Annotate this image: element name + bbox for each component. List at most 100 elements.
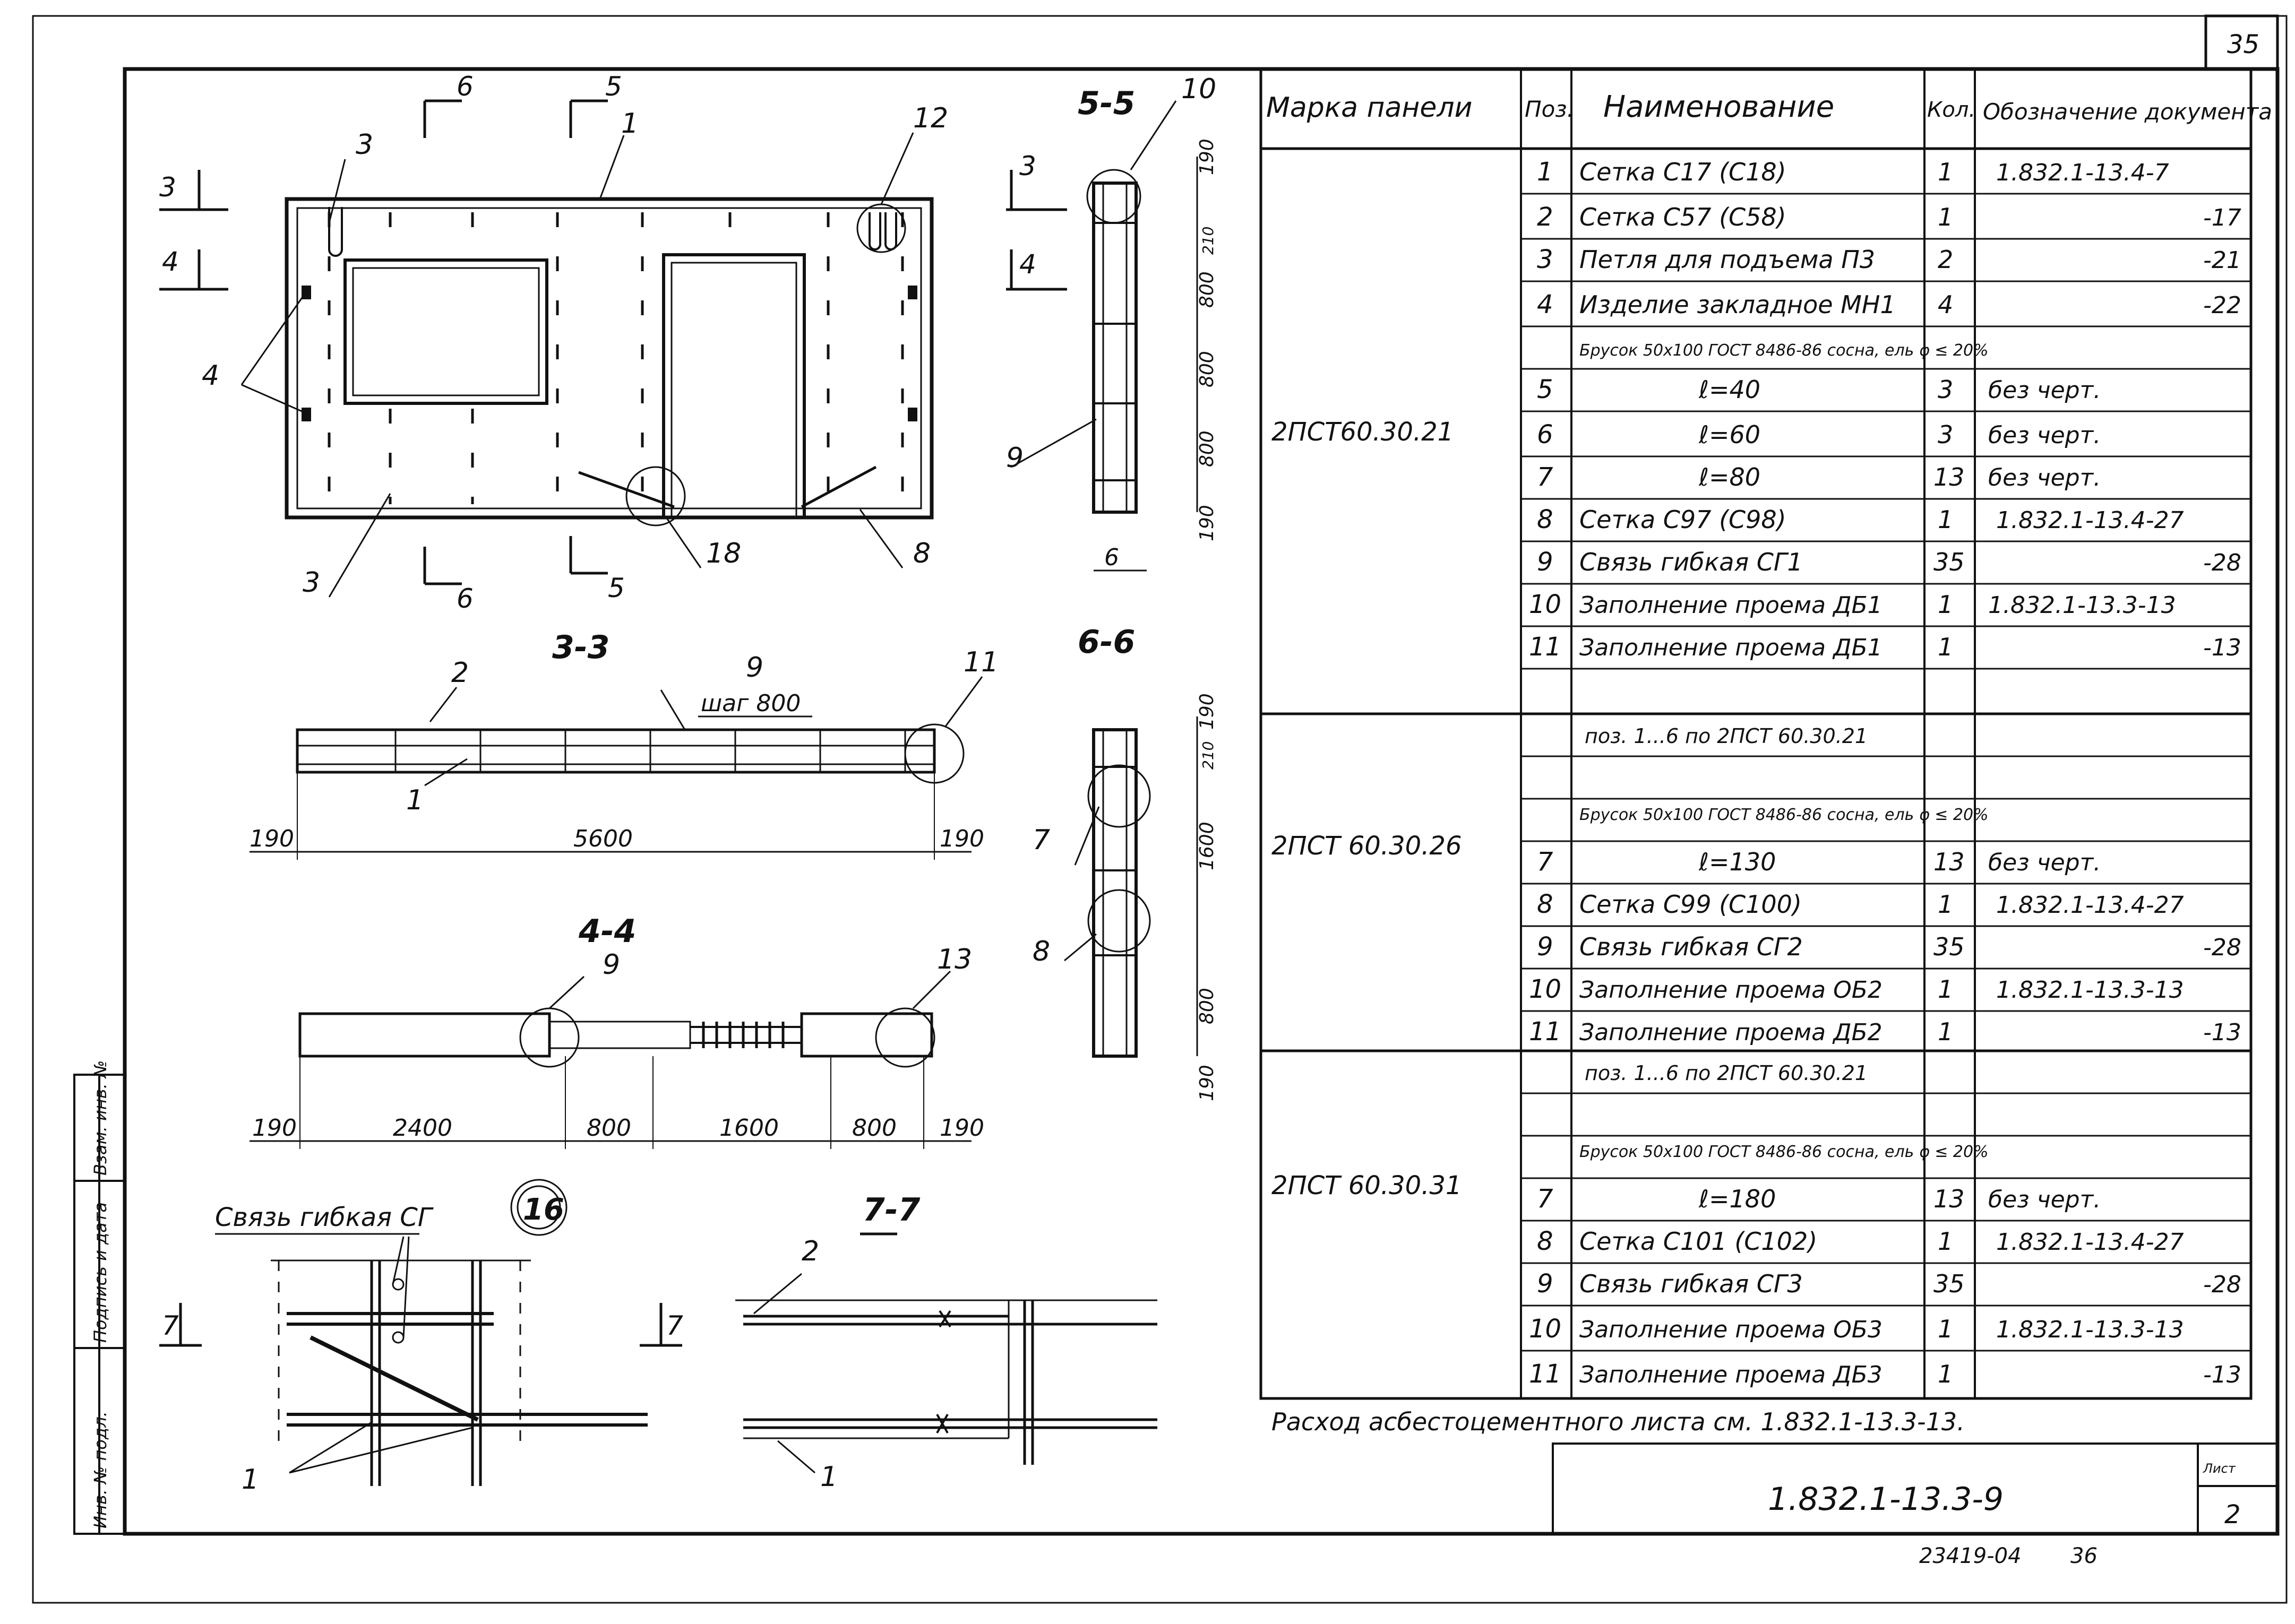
pos-mark: 1 <box>621 108 639 140</box>
table-cell: Связь гибкая СГ3 <box>1579 1269 1803 1298</box>
table-cell: -22 <box>2203 292 2241 319</box>
section-title-5-5: 5-5 <box>1078 85 1135 122</box>
table-cell: без черт. <box>1988 422 2101 449</box>
pos-mark: 1 <box>820 1461 838 1493</box>
table-cell: -28 <box>2203 549 2241 576</box>
table-cell: без черт. <box>1988 1186 2101 1213</box>
table-cell: 1 <box>1938 1017 1953 1046</box>
table-cell: Связь гибкая СГ2 <box>1579 932 1803 961</box>
pos-mark: 12 <box>913 102 948 134</box>
dimension: 800 <box>1196 430 1218 467</box>
pos-mark: 3 <box>356 129 373 161</box>
section-5-5 <box>1011 100 1198 572</box>
table-cell: 1 <box>1938 890 1953 919</box>
table-cell: Заполнение проема ДБ3 <box>1579 1361 1883 1388</box>
table-cell: 2 <box>1537 202 1553 232</box>
table-cell: -21 <box>2203 247 2241 274</box>
section-title-4-4: 4-4 <box>578 913 636 950</box>
table-cell: Заполнение проема ДБ1 <box>1579 634 1883 661</box>
section-mark: 6 <box>457 583 474 614</box>
table-cell: Петля для подъема П3 <box>1579 245 1875 274</box>
tie-label: Связь гибкая СГ <box>215 1203 434 1232</box>
table-cell: 1.832.1-13.3-13 <box>1996 977 2184 1004</box>
dimension: 190 <box>940 1115 984 1142</box>
pos-mark: 18 <box>706 538 741 569</box>
dimension: 190 <box>1196 505 1218 541</box>
table-cell: 10 <box>1529 974 1561 1004</box>
header-position: Поз. <box>1525 96 1574 122</box>
section-mark: 6 <box>457 71 474 102</box>
table-cell: 7 <box>1537 1184 1553 1214</box>
pos-mark: 3 <box>303 567 320 599</box>
table-cell: Сетка С57 (С58) <box>1579 203 1786 231</box>
table-cell: без черт. <box>1988 849 2101 876</box>
table-cell: 11 <box>1529 632 1561 662</box>
section-title-3-3: 3-3 <box>552 629 609 666</box>
frame-border <box>123 67 2280 1536</box>
table-cell: -13 <box>2203 1019 2241 1046</box>
table-cell: ℓ=60 <box>1698 420 1760 449</box>
section-4-4 <box>250 970 972 1149</box>
dimension: 5600 <box>573 825 633 852</box>
table-cell: 2 <box>1938 245 1953 274</box>
dimension: 1600 <box>1196 822 1218 870</box>
sheet-number: 2 <box>2224 1500 2241 1530</box>
table-cell: Заполнение проема ОБ2 <box>1579 977 1883 1004</box>
header-panel-mark: Марка панели <box>1266 92 1472 124</box>
table-cell: 7 <box>1537 847 1553 877</box>
table-cell: 1 <box>1938 1360 1953 1388</box>
table-cell: 1 <box>1938 203 1953 231</box>
table-cell: Сетка С17 (С18) <box>1579 158 1786 186</box>
table-cell: 1 <box>1938 1227 1953 1256</box>
dimension: 190 <box>252 1115 297 1142</box>
table-cell: -17 <box>2203 204 2241 231</box>
section-mark: 3 <box>1019 151 1036 182</box>
table-cell: 13 <box>1933 463 1965 491</box>
table-cell: 3 <box>1938 375 1953 404</box>
dimension: 800 <box>587 1115 631 1142</box>
pos-mark: 11 <box>964 646 999 678</box>
table-cell: 1.832.1-13.3-13 <box>1988 592 2176 619</box>
archive-number: 23419-04 <box>1919 1544 2022 1568</box>
dimension: 190 <box>1196 693 1218 730</box>
table-cell: Заполнение проема ОБ3 <box>1579 1316 1883 1343</box>
header-name: Наименование <box>1603 90 1834 124</box>
header-document: Обозначение документа <box>1983 99 2272 125</box>
table-cell: Брусок 50x100 ГОСТ 8486-86 сосна, ель φ … <box>1579 806 1989 824</box>
table-cell: 1 <box>1938 633 1953 661</box>
section-mark: 7 <box>666 1310 683 1341</box>
stamp-label-signature: Подпись и дата <box>90 1202 110 1343</box>
section-title-6-6: 6-6 <box>1078 624 1135 661</box>
table-cell: 1.832.1-13.3-13 <box>1996 1316 2184 1343</box>
section-6-6 <box>1064 716 1198 1058</box>
panel-elevation <box>285 197 934 526</box>
section-mark: 4 <box>162 246 179 277</box>
table-cell: 1 <box>1938 1315 1953 1343</box>
table-cell: 8 <box>1537 505 1553 534</box>
table-cell: 1 <box>1938 158 1953 186</box>
material-note: Расход асбестоцементного листа см. 1.832… <box>1271 1407 1965 1436</box>
table-cell: ℓ=180 <box>1698 1185 1776 1213</box>
table-cell: поз. 1...6 по 2ПСТ 60.30.21 <box>1585 724 1868 748</box>
dimension: 210 <box>1199 741 1217 770</box>
document-code: 1.832.1-13.3-9 <box>1768 1481 2004 1518</box>
table-cell: 1.832.1-13.4-7 <box>1996 159 2169 186</box>
pos-mark: 7 <box>1033 824 1050 856</box>
table-cell: 8 <box>1537 1226 1553 1256</box>
pos-mark: 13 <box>937 944 972 975</box>
node-16-detail <box>159 1179 682 1486</box>
table-cell: 6 <box>1537 420 1553 450</box>
archive-page: 36 <box>2070 1544 2098 1568</box>
pos-mark: 2 <box>802 1236 819 1267</box>
dimension: 800 <box>1196 271 1218 308</box>
section-mark: 5 <box>605 71 622 102</box>
pos-mark: 1 <box>242 1464 259 1496</box>
pos-mark: 8 <box>1033 936 1050 968</box>
spec-table-body: 1 Сетка С17 (С18) 1 1.832.1-13.4-7 2 Сет… <box>1529 157 2241 1389</box>
pos-mark: 8 <box>913 538 931 569</box>
table-cell: Сетка С101 (С102) <box>1579 1227 1817 1256</box>
dimension: 190 <box>940 825 984 852</box>
table-cell: ℓ=130 <box>1698 848 1776 876</box>
dimension: 800 <box>1196 988 1218 1024</box>
